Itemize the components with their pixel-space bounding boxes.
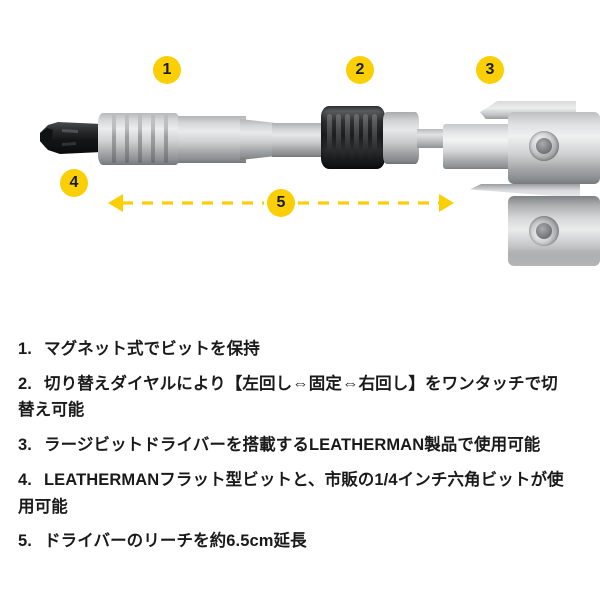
list-item-text: マグネット式でビットを保持 bbox=[44, 340, 260, 358]
torx-screw-icon bbox=[536, 138, 552, 154]
list-item: 3. ラージビットドライバーを搭載するLEATHERMAN製品で使用可能 bbox=[0, 432, 600, 459]
dimension-arrow-line bbox=[108, 194, 454, 212]
list-item-number: 1. bbox=[18, 340, 32, 358]
list-item-number: 3. bbox=[18, 436, 32, 455]
list-item: 4. LEATHERMANフラット型ビットと、市販の1/4インチ六角ビットが使用… bbox=[0, 467, 600, 520]
list-item-number: 2. bbox=[18, 374, 32, 393]
callout-badge-1: 1 bbox=[153, 56, 181, 84]
callout-badge-3: 3 bbox=[476, 56, 504, 84]
selector-dial bbox=[321, 106, 385, 169]
dial-collar bbox=[383, 112, 419, 164]
list-item: 2. 切り替えダイヤルにより【左回し⇔固定⇔右回し】をワンタッチで切替え可能 bbox=[0, 371, 600, 424]
feature-list: 1. マグネット式でビットを保持 2. 切り替えダイヤルにより【左回し⇔固定⇔右… bbox=[0, 336, 600, 563]
list-item-text: ラージビットドライバーを搭載するLEATHERMAN製品で使用可能 bbox=[44, 436, 541, 455]
reflection-fade bbox=[430, 252, 600, 300]
dimension-arrow: 5 bbox=[108, 189, 454, 217]
callout-badge-4: 4 bbox=[60, 169, 88, 197]
list-item: 1. マグネット式でビットを保持 bbox=[0, 336, 600, 363]
multitool-pivot-screw-lower bbox=[529, 216, 559, 246]
list-item-number: 5. bbox=[18, 532, 32, 551]
extender-shaft-mid bbox=[178, 116, 246, 163]
list-item-number: 4. bbox=[18, 470, 32, 489]
list-item: 5. ドライバーのリーチを約6.5cm延長 bbox=[0, 528, 600, 555]
list-item-text: ドライバーのリーチを約6.5cm延長 bbox=[44, 532, 307, 551]
extender-shaft-taper bbox=[240, 119, 274, 160]
torx-screw-lower-icon bbox=[536, 223, 552, 239]
product-photo: 1 2 3 4 5 bbox=[38, 56, 600, 300]
list-item-text: LEATHERMANフラット型ビットと、市販の1/4インチ六角ビットが使用可能 bbox=[18, 470, 564, 516]
callout-badge-2: 2 bbox=[346, 56, 374, 84]
dimension-badge-5: 5 bbox=[267, 189, 295, 217]
extender-knurled-grip bbox=[98, 113, 180, 165]
list-item-text: 切り替えダイヤルにより【左回し⇔固定⇔右回し】をワンタッチで切替え可能 bbox=[18, 374, 558, 420]
phillips-bit-tip-icon bbox=[38, 119, 104, 157]
multitool-pivot-screw bbox=[529, 131, 559, 161]
dial-post bbox=[417, 129, 445, 148]
